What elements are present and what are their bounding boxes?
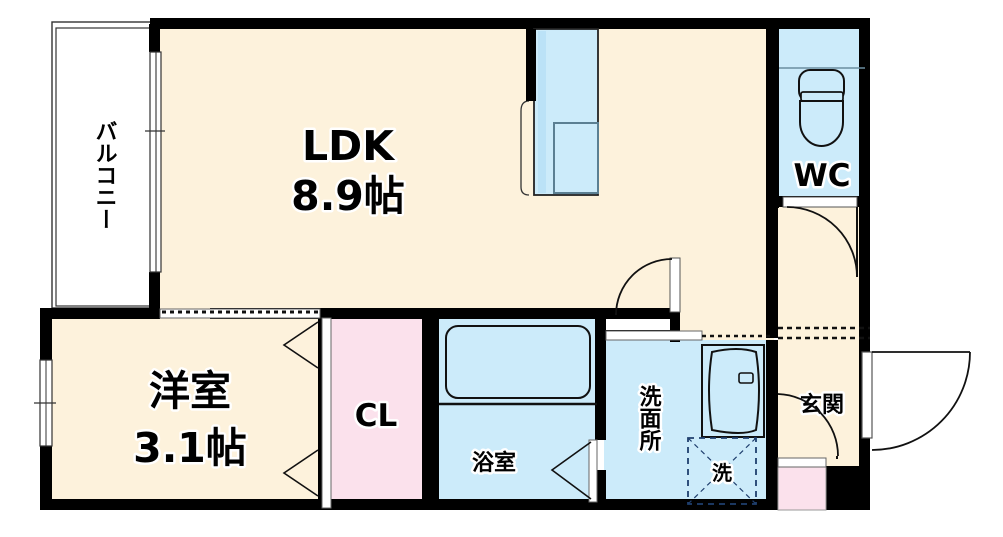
kitchen-wall-stub xyxy=(526,29,536,101)
entrance-inner-door[interactable] xyxy=(777,393,839,459)
hallway-door-swing-arc xyxy=(615,258,673,316)
kitchen-cooktop xyxy=(553,122,599,194)
ldk-area: 8.9帖 xyxy=(291,172,405,220)
shoe-box-outline xyxy=(777,465,827,511)
balcony-door[interactable] xyxy=(145,51,165,273)
bath-door[interactable] xyxy=(550,439,598,503)
room-fill-closet xyxy=(330,318,422,508)
wall-closet-east xyxy=(422,318,434,509)
closet-doors[interactable]: CL xyxy=(282,317,400,509)
closet-fold-leaf-top xyxy=(282,321,319,369)
wc-door-swing-arc xyxy=(786,206,858,278)
fixture-bathtub xyxy=(445,325,591,399)
kitchen-counter-edge xyxy=(538,31,546,193)
room-fill-bedroom xyxy=(52,318,318,508)
wc-door-opening xyxy=(782,196,858,208)
wall-corridor-divider xyxy=(766,207,778,335)
fixture-kitchen-counter xyxy=(520,28,599,196)
closet-fold-leaf-bottom xyxy=(282,449,319,497)
hallway-door-jamb xyxy=(669,257,681,313)
shoe-box-door[interactable] xyxy=(777,457,827,468)
front-door-swing-arc xyxy=(871,351,971,451)
toilet-lid xyxy=(800,91,844,102)
balcony-label: バルコニー xyxy=(92,120,117,230)
wall-entrance-nw xyxy=(766,324,778,338)
vanity-faucet xyxy=(738,372,754,384)
wall-ldk-west-bottom xyxy=(149,272,160,314)
washing-machine-x2 xyxy=(687,437,757,505)
bedroom-door[interactable] xyxy=(159,308,321,319)
bath-door-fold-leaf xyxy=(550,441,592,500)
wall-wc-west xyxy=(766,18,779,208)
wc-room: WC xyxy=(779,67,865,197)
wall-bath-east-bottom xyxy=(595,470,606,509)
wall-entrance-se-block xyxy=(826,466,870,510)
wc-door[interactable] xyxy=(782,196,858,278)
front-door-jamb xyxy=(861,351,873,439)
hallway-door[interactable] xyxy=(615,257,681,316)
bath-door-track xyxy=(588,439,598,503)
entrance-door[interactable] xyxy=(861,351,971,451)
washroom-door-track[interactable] xyxy=(605,330,703,341)
wall-bedroom-north-left xyxy=(40,308,160,319)
bedroom-area: 3.1帖 xyxy=(133,424,247,472)
wall-bath-west xyxy=(434,318,439,509)
ldk-label: LDK xyxy=(302,122,396,170)
wall-south xyxy=(40,499,870,510)
bedroom-label: 洋室 xyxy=(149,367,231,415)
vanity-basin xyxy=(708,348,760,434)
room-fill-hallway xyxy=(680,205,774,340)
wc-label: WC xyxy=(794,158,851,194)
wall-ldk-south-b xyxy=(322,308,670,319)
wall-ldk-west-top xyxy=(149,24,160,52)
closet-label: CL xyxy=(355,398,398,434)
entrance: 玄関 xyxy=(777,326,870,511)
washing-machine-label: 洗 xyxy=(712,461,732,485)
bedroom-door-track xyxy=(159,308,321,319)
bath-label: 浴室 xyxy=(472,450,516,476)
wall-north xyxy=(150,18,870,29)
room-fill-hallway-east xyxy=(774,205,870,333)
washroom-label: 洗面所 xyxy=(636,385,662,452)
washroom: 洗 洗面所 xyxy=(605,330,772,505)
wall-bath-east-top xyxy=(595,318,606,440)
closet-door-track xyxy=(321,317,332,509)
entrance-inner-swing-arc xyxy=(777,393,839,457)
kitchen-unit-side xyxy=(520,100,530,196)
bath-room: 浴室 xyxy=(445,325,591,479)
bedroom-window xyxy=(34,359,56,447)
washing-machine-pan xyxy=(687,437,757,505)
wall-east-upper xyxy=(859,18,870,200)
wall-hall-west xyxy=(670,308,680,342)
toilet-bowl xyxy=(799,100,844,147)
wall-entrance-west-lower xyxy=(766,460,780,510)
